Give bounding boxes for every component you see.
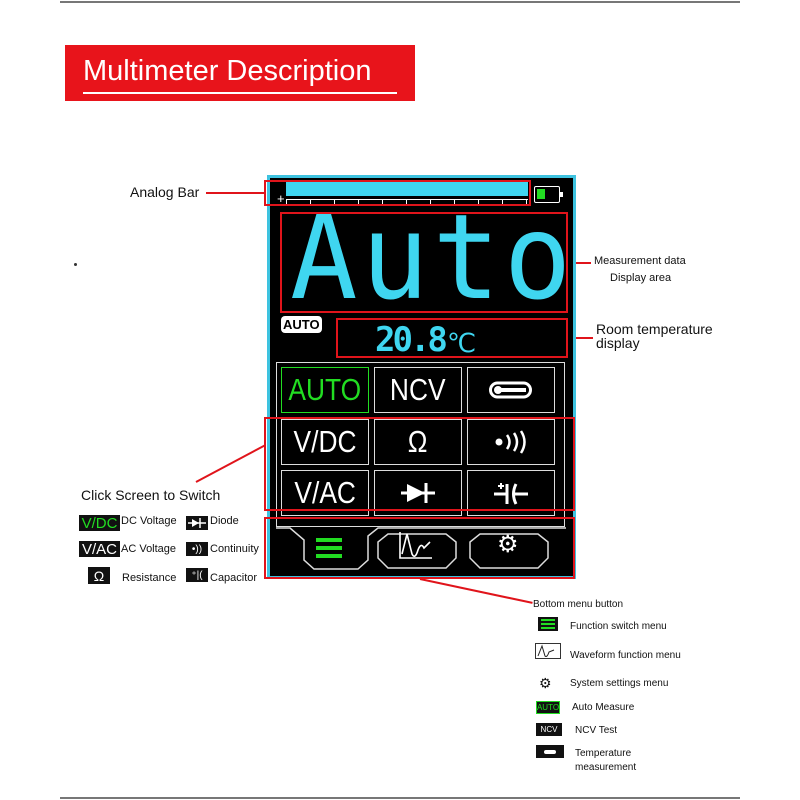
legend-auto-measure: Auto Measure (572, 702, 635, 713)
scale-tick (430, 200, 431, 204)
legend-resistance: Resistance (122, 572, 177, 584)
legend-ncv-icon: NCV (536, 723, 562, 736)
legend-vdc-icon: V/DC (79, 515, 120, 532)
legend-auto-icon: AUTO (536, 701, 560, 714)
scale-tick (406, 200, 407, 206)
page-title: Multimeter Description (83, 55, 372, 87)
thermometer-icon (489, 381, 532, 399)
dot (74, 263, 77, 266)
continuity-icon (495, 430, 526, 454)
legend-thermometer-icon (536, 745, 564, 758)
legend-ac-voltage: AC Voltage (121, 543, 177, 555)
function-vac[interactable]: V/AC (281, 470, 369, 516)
function-continuity[interactable] (467, 419, 555, 465)
scale-tick (286, 200, 287, 206)
room-temp-pointer (567, 337, 593, 339)
scale-tick (310, 200, 311, 204)
scale-tick (478, 200, 479, 204)
bottom-menu (276, 527, 566, 570)
top-divider (60, 1, 740, 3)
bottom-menu-highlight (264, 517, 575, 579)
scale-tick (454, 200, 455, 204)
analog-bar-highlight (264, 180, 531, 206)
legend-function-switch: Function switch menu (570, 621, 667, 632)
scale-tick (502, 200, 503, 204)
function-temperature[interactable] (467, 367, 555, 413)
room-temp-label-2: display (596, 335, 640, 351)
auto-badge: AUTO (281, 316, 322, 333)
click-switch-pointer (195, 444, 266, 483)
measurement-pointer (567, 262, 591, 264)
function-menu-button[interactable] (316, 538, 342, 558)
legend-dc-voltage: DC Voltage (121, 515, 177, 527)
function-vdc[interactable]: V/DC (281, 419, 369, 465)
scale-tick (334, 200, 335, 204)
multimeter-screen[interactable]: + Auto AUTO 20.8 ℃ AUTO NCV V/DC Ω V/AC … (267, 175, 576, 579)
function-ncv[interactable]: NCV (374, 367, 462, 413)
legend-waveform-icon (535, 643, 561, 659)
diode-icon (401, 483, 435, 503)
scale-tick (526, 200, 527, 206)
measurement-label-1: Measurement data (594, 255, 686, 267)
function-grid (276, 362, 565, 527)
legend-ohm-icon: Ω (88, 567, 110, 584)
analog-bar-label: Analog Bar (130, 184, 200, 200)
bottom-menu-pointer (419, 578, 533, 604)
legend-gear-icon: ⚙ (539, 675, 552, 691)
battery-icon (534, 186, 563, 203)
legend-menu-icon (538, 617, 558, 631)
legend-vac-icon: V/AC (79, 541, 120, 558)
measurement-label-2: Display area (610, 272, 672, 284)
room-temp-label-1: Room temperature (596, 321, 713, 337)
legend-capacitor: Capacitor (210, 572, 258, 584)
click-switch-label: Click Screen to Switch (81, 487, 221, 503)
temperature-reading: 20.8 (375, 320, 448, 360)
scale-tick (358, 200, 359, 204)
function-capacitor[interactable] (467, 470, 555, 516)
legend-ncv: NCV Test (575, 725, 618, 736)
legend-diode-icon (186, 516, 208, 530)
function-diode[interactable] (374, 470, 462, 516)
bottom-menu-label: Bottom menu button (533, 599, 624, 610)
legend-diode: Diode (210, 515, 239, 527)
temperature-highlight (336, 318, 568, 358)
plus-sign: + (277, 191, 285, 206)
legend-waveform: Waveform function menu (570, 650, 681, 661)
bottom-divider (60, 797, 740, 799)
measurement-highlight (280, 212, 568, 313)
function-resistance[interactable]: Ω (374, 419, 462, 465)
legend-capacitor-icon: ⁺|( (186, 568, 208, 582)
capacitor-icon (494, 483, 528, 505)
legend-continuity-icon: •)) (186, 542, 208, 556)
analog-bar-pointer (206, 192, 264, 194)
legend-continuity: Continuity (210, 543, 259, 555)
legend-temperature-2: measurement (575, 762, 637, 773)
gear-icon: ⚙ (497, 531, 519, 558)
switch-highlight (264, 417, 575, 511)
temperature-unit: ℃ (447, 328, 477, 358)
legend-settings: System settings menu (570, 678, 669, 689)
analog-scale (286, 199, 528, 206)
scale-tick (382, 200, 383, 204)
title-banner: Multimeter Description (65, 45, 415, 101)
settings-menu-button[interactable]: ⚙ (497, 532, 519, 558)
waveform-menu-button[interactable] (398, 530, 434, 560)
analog-bar-fill (286, 182, 528, 196)
main-reading: Auto (290, 188, 576, 326)
legend-temperature-1: Temperature (575, 748, 632, 759)
function-auto[interactable]: AUTO (281, 367, 369, 413)
